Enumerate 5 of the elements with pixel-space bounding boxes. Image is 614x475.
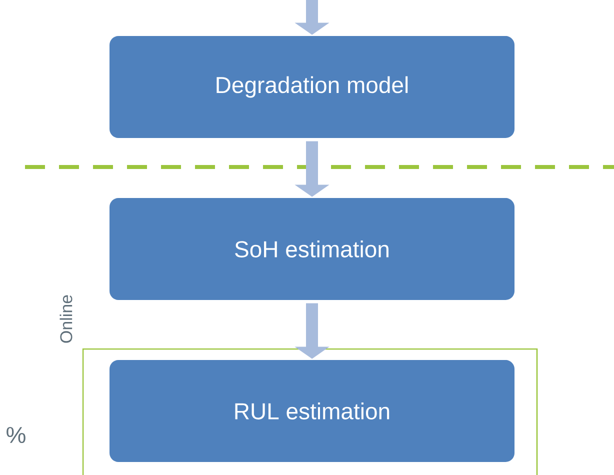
process-box: Degradation model bbox=[110, 36, 514, 138]
side-label: Online bbox=[60, 295, 72, 343]
symbol-text: % bbox=[6, 426, 26, 444]
process-box: SoH estimation bbox=[110, 198, 514, 300]
process-box: RUL estimation bbox=[110, 360, 514, 462]
